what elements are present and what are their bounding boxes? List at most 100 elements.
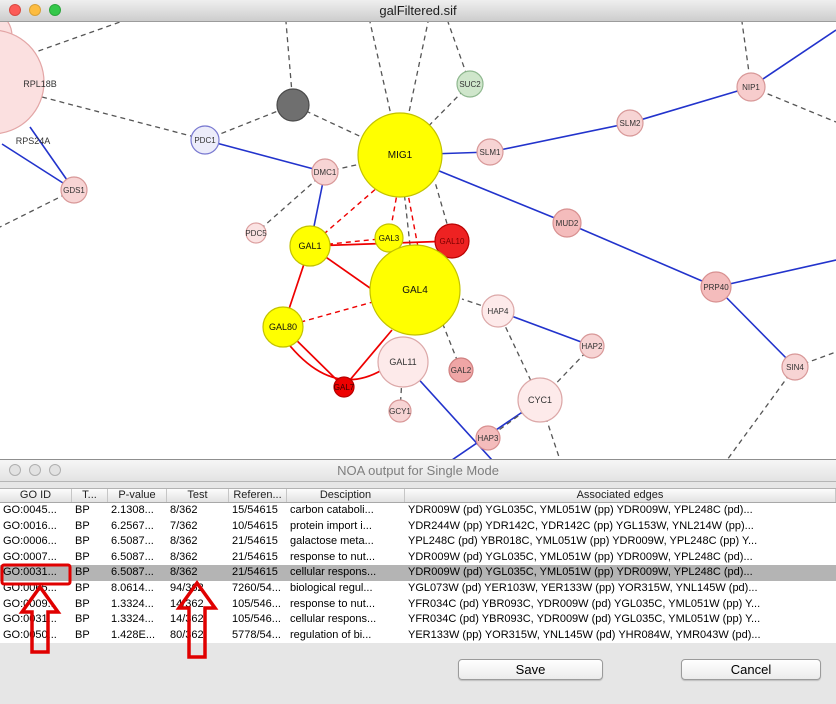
graph-node-HAP3[interactable] xyxy=(475,425,501,451)
graph-node-PRP40[interactable] xyxy=(700,271,732,303)
network-graph[interactable]: RPL18BRPS24AGDS1PDC1DMC1MIG1SUC2SLM1SLM2… xyxy=(0,22,836,459)
column-header-p-value[interactable]: P-value xyxy=(108,489,167,502)
graph-edge-blue xyxy=(489,122,631,153)
graph-node-SLM2[interactable] xyxy=(616,109,644,137)
graph-node-SIN4[interactable] xyxy=(781,353,809,381)
table-cell: BP xyxy=(75,613,90,626)
table-cell: GO:0050... xyxy=(3,628,57,641)
close-button[interactable] xyxy=(9,4,21,16)
table-cell: 80/362 xyxy=(170,628,204,641)
zoom-button[interactable] xyxy=(49,464,61,476)
table-cell: 8.0614... xyxy=(111,581,154,594)
table-cell: YFR034C (pd) YBR093C, YDR009W (pd) YGL03… xyxy=(408,613,761,626)
cancel-button[interactable]: Cancel xyxy=(681,659,821,680)
graph-node-label: SLM2 xyxy=(620,119,641,128)
table-cell: response to nut... xyxy=(290,550,375,563)
column-header-associated-edges[interactable]: Associated edges xyxy=(405,489,836,502)
graph-node-GAL11[interactable] xyxy=(377,336,429,388)
table-cell: YER133W (pp) YOR315W, YNL145W (pd) YHR08… xyxy=(408,628,761,641)
graph-node[interactable] xyxy=(276,88,310,122)
table-cell: GO:0065... xyxy=(3,581,57,594)
graph-node-GDS1[interactable] xyxy=(60,176,88,204)
table-cell: 8/362 xyxy=(170,566,198,579)
graph-node-PDC5[interactable] xyxy=(245,222,267,244)
graph-node-NIP1[interactable] xyxy=(736,72,766,102)
graph-edge-dash xyxy=(204,104,294,141)
graph-node-MIG1[interactable] xyxy=(357,112,443,198)
graph-node-SLM1[interactable] xyxy=(476,138,504,166)
graph-node-label: SIN4 xyxy=(786,363,804,372)
table-cell: carbon cataboli... xyxy=(290,504,374,516)
table-cell: YPL248C (pd) YBR018C, YML051W (pp) YDR00… xyxy=(408,535,758,548)
table-cell: YDR009W (pd) YGL035C, YML051W (pp) YDR00… xyxy=(408,550,753,563)
minimize-button[interactable] xyxy=(29,4,41,16)
graph-node-GAL10[interactable] xyxy=(434,223,470,259)
graph-window-titlebar[interactable]: galFiltered.sif xyxy=(0,0,836,22)
table-cell: 2.1308... xyxy=(111,504,154,516)
table-cell: 8/362 xyxy=(170,535,198,548)
table-cell: YDR244W (pp) YDR142C, YDR142C (pp) YGL15… xyxy=(408,519,754,532)
column-header-t[interactable]: T... xyxy=(72,489,108,502)
graph-edge-reddash xyxy=(407,193,419,248)
graph-node-SUC2[interactable] xyxy=(456,70,484,98)
graph-node-GAL1[interactable] xyxy=(289,225,331,267)
graph-node-CYC1[interactable] xyxy=(517,377,563,423)
graph-node-label: PDC5 xyxy=(245,229,267,238)
graph-edge-dash xyxy=(794,351,836,368)
graph-node-GAL4[interactable] xyxy=(369,244,461,336)
column-header-go-id[interactable]: GO ID xyxy=(0,489,72,502)
table-cell: 10/54615 xyxy=(232,519,278,532)
table-cell: galactose meta... xyxy=(290,535,374,548)
table-cell: 105/546... xyxy=(232,613,281,626)
noa-window-titlebar[interactable]: NOA output for Single Mode xyxy=(0,460,836,482)
close-button[interactable] xyxy=(9,464,21,476)
zoom-button[interactable] xyxy=(49,4,61,16)
graph-node-label: GDS1 xyxy=(63,186,85,195)
table-cell: GO:0007... xyxy=(3,550,57,563)
graph-edge-red xyxy=(282,336,383,381)
graph-node-label: HAP4 xyxy=(488,307,509,316)
table-cell: BP xyxy=(75,550,90,563)
graph-node-GAL3[interactable] xyxy=(374,223,404,253)
graph-node-GAL7[interactable] xyxy=(333,376,355,398)
graph-node-label: GAL11 xyxy=(389,357,416,367)
graph-node-label: PRP40 xyxy=(703,283,729,292)
graph-node-HAP2[interactable] xyxy=(579,333,605,359)
column-header-referen[interactable]: Referen... xyxy=(229,489,287,502)
graph-node-label: GAL1 xyxy=(298,241,321,251)
table-cell: 8/362 xyxy=(170,504,198,516)
graph-node-GAL80[interactable] xyxy=(262,306,304,348)
graph-node-MUD2[interactable] xyxy=(552,208,582,238)
graph-node-DMC1[interactable] xyxy=(311,158,339,186)
column-header-test[interactable]: Test xyxy=(167,489,229,502)
graph-node-GAL2[interactable] xyxy=(448,357,474,383)
table-cell: 94/362 xyxy=(170,581,204,594)
window-controls-inactive xyxy=(9,464,61,476)
table-cell: YDR009W (pd) YGL035C, YML051W (pp) YDR00… xyxy=(408,566,753,579)
graph-node-label: HAP3 xyxy=(478,434,499,443)
table-cell: BP xyxy=(75,519,90,532)
table-cell: 6.5087... xyxy=(111,535,154,548)
minimize-button[interactable] xyxy=(29,464,41,476)
graph-node-HAP4[interactable] xyxy=(481,294,515,328)
table-cell: protein import i... xyxy=(290,519,372,532)
graph-node-RPL18B[interactable] xyxy=(0,30,45,134)
graph-node-label: GAL4 xyxy=(402,285,428,296)
graph-node-label: GAL7 xyxy=(334,383,355,392)
table-cell: BP xyxy=(75,535,90,548)
graph-node-GCY1[interactable] xyxy=(388,399,412,423)
graph-node-PDC1[interactable] xyxy=(190,125,220,155)
save-button[interactable]: Save xyxy=(458,659,603,680)
column-header-desciption[interactable]: Desciption xyxy=(287,489,405,502)
